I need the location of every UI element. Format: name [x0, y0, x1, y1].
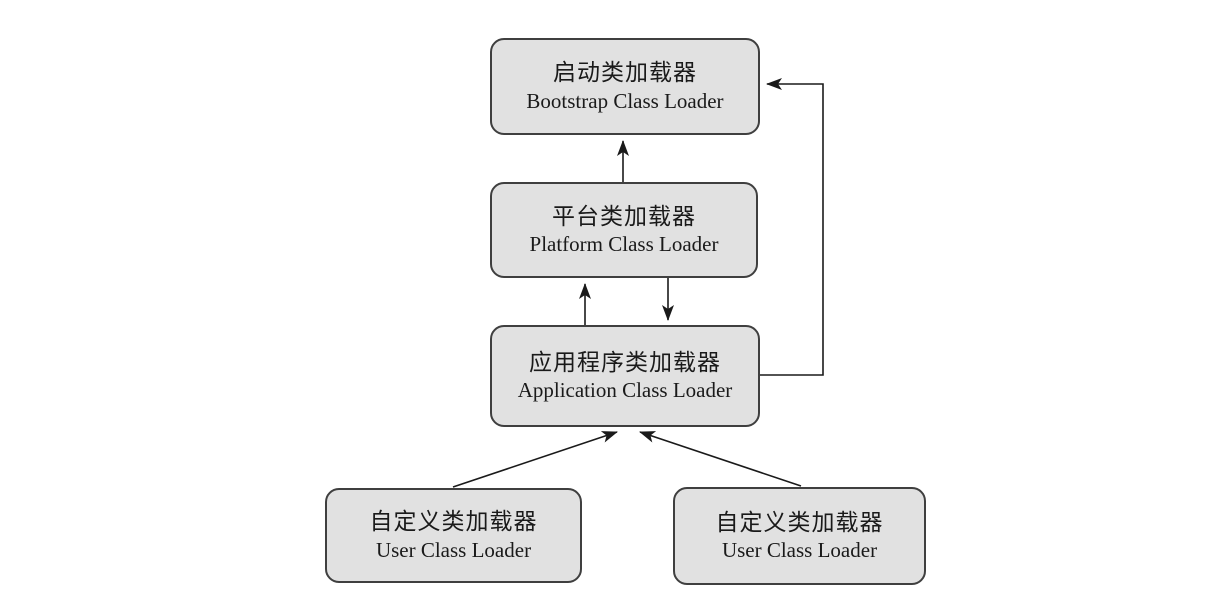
edge-application-to-bootstrap-loop-icon	[760, 78, 824, 376]
node-user-class-loader-left: 自定义类加载器 User Class Loader	[325, 488, 582, 583]
edge-user-left-to-application-icon	[452, 431, 618, 488]
node-label-en: Platform Class Loader	[529, 232, 719, 257]
edge-user-right-to-application-icon	[639, 431, 802, 487]
node-label-en: Application Class Loader	[517, 378, 733, 403]
node-label-en: Bootstrap Class Loader	[526, 88, 724, 113]
node-label-zh: 平台类加载器	[552, 203, 696, 229]
node-label-en: User Class Loader	[375, 537, 532, 562]
node-label-en: User Class Loader	[721, 538, 878, 563]
node-user-class-loader-right: 自定义类加载器 User Class Loader	[673, 487, 926, 585]
node-bootstrap-class-loader: 启动类加载器 Bootstrap Class Loader	[490, 38, 760, 135]
node-application-class-loader: 应用程序类加载器 Application Class Loader	[490, 325, 760, 427]
node-platform-class-loader: 平台类加载器 Platform Class Loader	[490, 182, 758, 278]
node-label-zh: 启动类加载器	[553, 60, 697, 85]
node-label-zh: 应用程序类加载器	[529, 349, 721, 375]
node-label-zh: 自定义类加载器	[715, 509, 884, 535]
node-label-zh: 自定义类加载器	[369, 509, 538, 534]
